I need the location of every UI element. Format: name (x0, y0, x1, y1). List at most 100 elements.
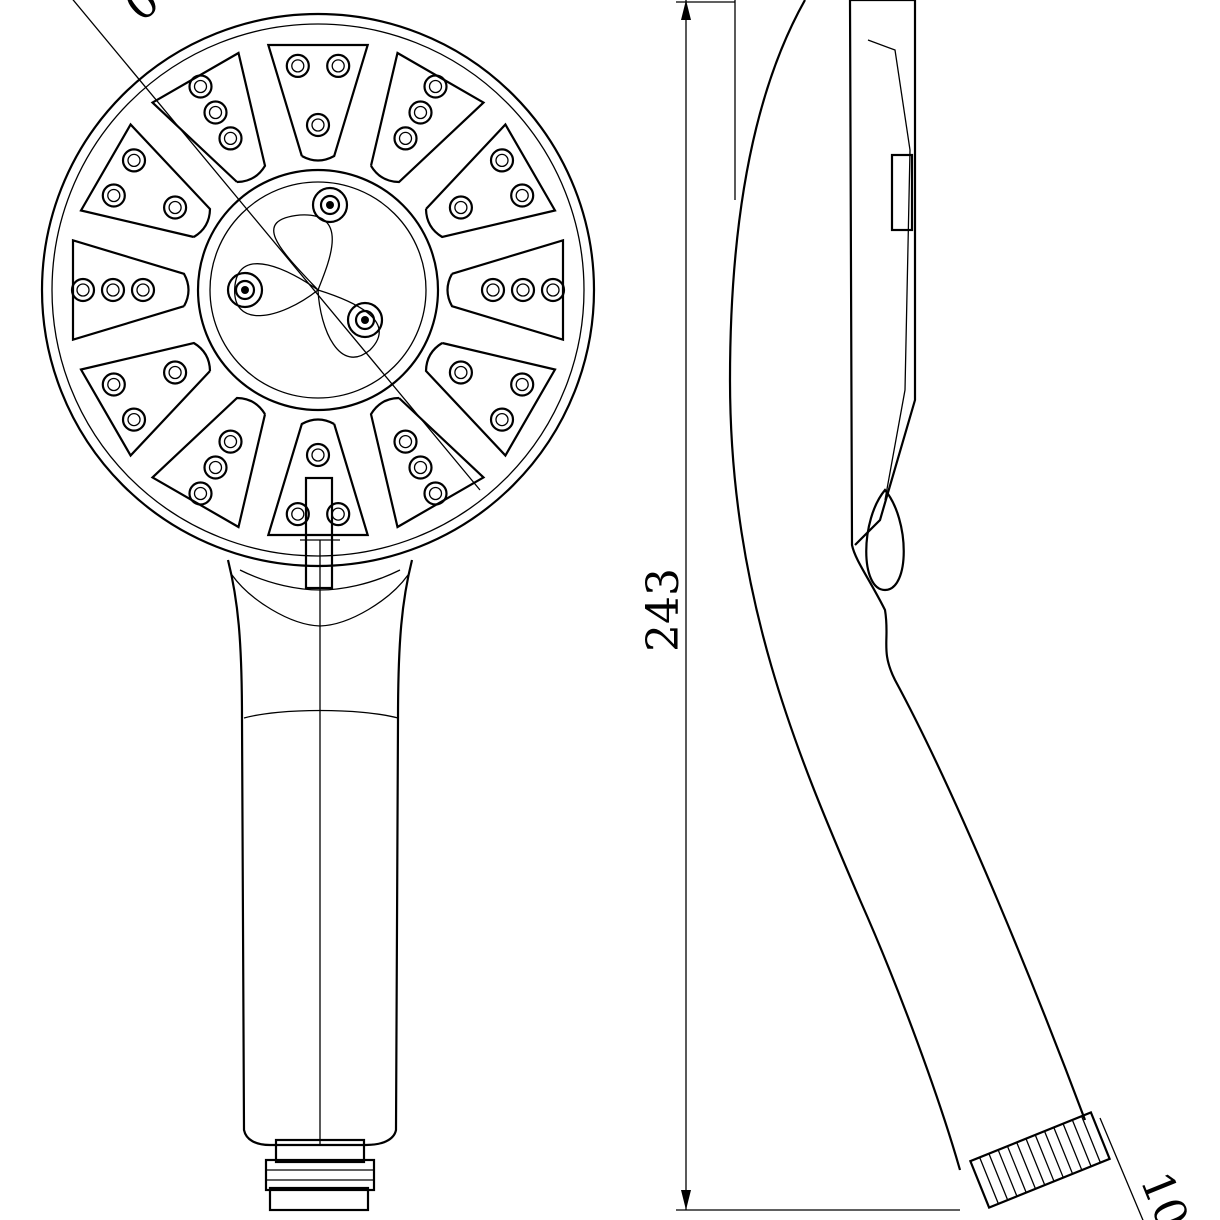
nozzle-dot (423, 481, 448, 506)
nozzle-dot (516, 283, 530, 297)
spray-segment (266, 418, 370, 537)
nozzle-dot (285, 53, 310, 79)
spray-segments (70, 43, 566, 537)
nozzle-dot (106, 283, 120, 297)
diameter-label-partial: 0 (115, 0, 169, 32)
nozzle-dot (203, 100, 228, 125)
nozzle-dot (495, 412, 509, 427)
nozzle-dot (311, 448, 325, 462)
spray-segment (446, 238, 565, 342)
nozzle-dot (408, 100, 433, 125)
spray-segment (71, 238, 190, 342)
nozzle-dot (208, 460, 223, 475)
center-ring-inner (209, 181, 427, 399)
nozzle-dot (311, 118, 325, 132)
center-nozzles (226, 186, 384, 358)
nozzle-dot (546, 283, 560, 297)
lever-side (865, 488, 905, 592)
nozzle-dot (70, 277, 96, 303)
nozzle-dot (203, 455, 228, 480)
nozzle-dot (127, 153, 141, 168)
spray-segment (266, 43, 370, 162)
nozzle-dot (107, 377, 121, 392)
spray-segment (79, 122, 212, 239)
nozzle-dot (486, 283, 500, 297)
nozzle-dot (218, 126, 243, 151)
spray-segment (150, 51, 267, 184)
nozzle-dot (393, 429, 418, 454)
nozzle-dot (127, 412, 141, 427)
nozzle-dot (136, 283, 150, 297)
nozzle-dot (393, 126, 418, 151)
dimension-243: 243 (638, 568, 689, 652)
nozzle-dot (331, 59, 345, 73)
head-outer-rim (40, 12, 596, 568)
handle-outline (226, 559, 414, 1147)
nozzle-dot (448, 360, 473, 385)
spray-segment (424, 122, 557, 239)
nozzle-dot (398, 131, 413, 146)
nozzle-dot (101, 372, 126, 397)
nozzle-dot (448, 195, 473, 220)
nozzle-dot (285, 501, 310, 527)
mode-button-side (890, 153, 914, 232)
front-view: 0 (40, 0, 596, 1212)
nozzle-dot (168, 200, 182, 215)
spray-segment (150, 396, 267, 529)
nozzle-dot (454, 200, 468, 215)
nozzle-dot (291, 507, 305, 521)
nozzle-dot (326, 501, 351, 527)
nozzle-dot (163, 195, 188, 220)
spray-segment (369, 51, 486, 184)
nozzle-dot (480, 277, 506, 303)
nozzle-dot (398, 434, 413, 449)
nozzle-dot (305, 442, 331, 468)
nozzle-dot (489, 407, 515, 432)
nozzle-dot (121, 148, 147, 173)
nozzle-dot (193, 486, 208, 501)
nozzle-dot (188, 481, 213, 506)
nozzle-dot (193, 79, 208, 94)
swirl-lines (234, 214, 380, 358)
side-view: 243 10 (638, 0, 1198, 1220)
nozzle-dot (223, 131, 238, 146)
diameter-leader-line (72, 0, 481, 491)
face-plate (850, 0, 917, 546)
nozzle-dot (101, 183, 126, 208)
nozzle-dot (515, 188, 529, 203)
head-inner-rim (51, 23, 585, 557)
nozzle-dot (218, 429, 243, 454)
nozzle-dot (130, 277, 156, 303)
side-profile-back (728, 0, 962, 1171)
nozzle-dot (413, 460, 428, 475)
spray-segment (369, 396, 486, 529)
nozzle-dot (163, 360, 188, 385)
handle-band (243, 709, 399, 719)
nozzle-dot (454, 365, 468, 380)
thread-side (968, 1111, 1112, 1209)
nozzle-dot (413, 105, 428, 120)
dimension-line-10 (1099, 1117, 1144, 1220)
center-ring (196, 168, 440, 412)
nozzle-dot (540, 277, 566, 303)
nozzle-dot (428, 79, 443, 94)
nozzle-dot (495, 153, 509, 168)
nozzle-dot (510, 372, 535, 397)
mode-selector-lever (300, 476, 340, 590)
side-profile-front (848, 0, 1087, 1121)
nozzle-dot (510, 183, 535, 208)
nozzle-dot (515, 377, 529, 392)
nozzle-dot (408, 455, 433, 480)
nozzle-dot (121, 407, 147, 432)
nozzle-dot (489, 148, 515, 173)
nozzle-dot (331, 507, 345, 521)
nozzle-dot (107, 188, 121, 203)
nozzle-dot (326, 53, 351, 79)
nozzle-dot (428, 486, 443, 501)
nozzle-dot (423, 74, 448, 99)
spray-segment (79, 341, 212, 458)
nozzle-dot (305, 112, 331, 138)
nozzle-dot (510, 277, 536, 303)
